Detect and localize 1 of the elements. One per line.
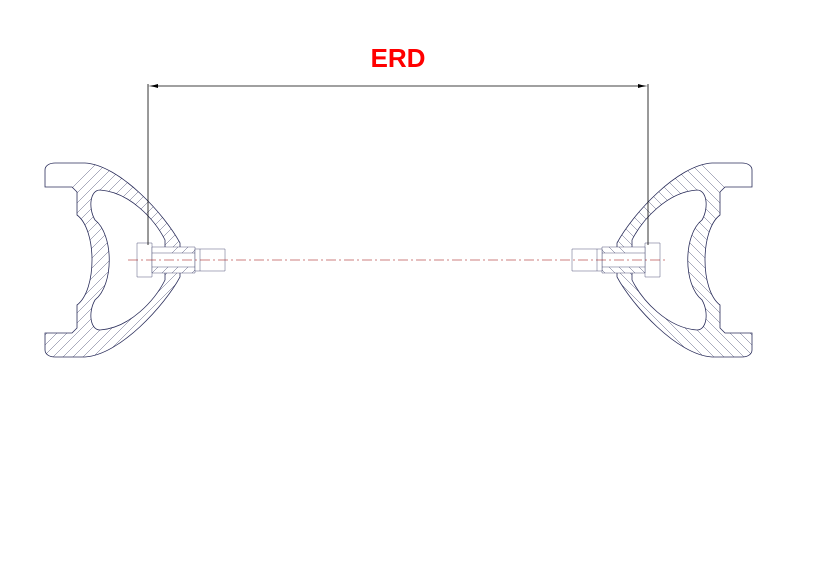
dimension-label: ERD (372, 49, 424, 67)
